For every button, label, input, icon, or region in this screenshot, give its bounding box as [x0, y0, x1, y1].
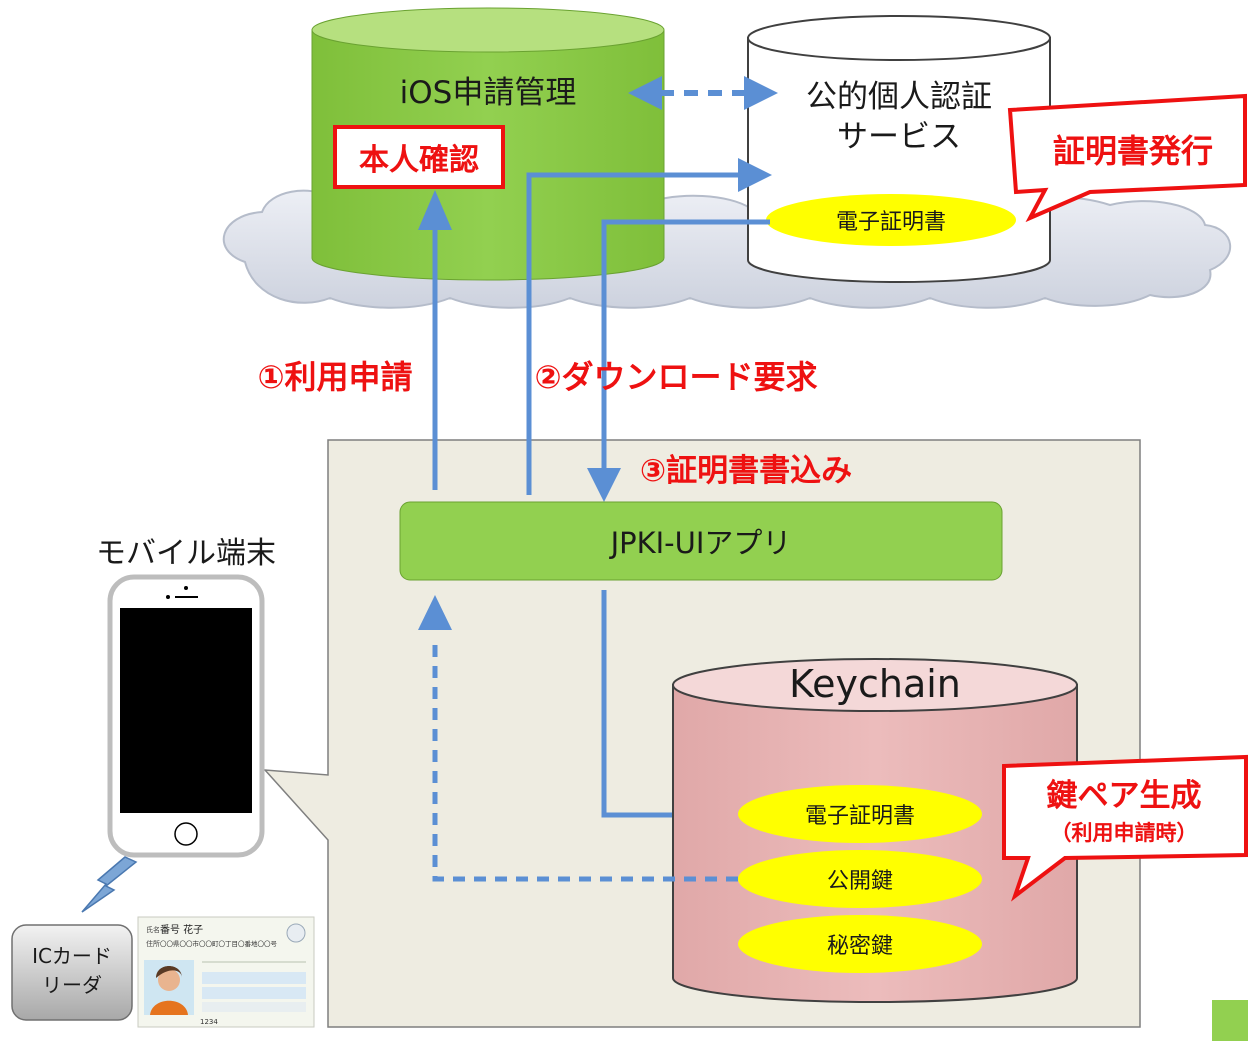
jpki-service-server: 公的個人認証 サービス 電子証明書 [747, 15, 1051, 283]
mobile-device-label: モバイル端末 [96, 536, 276, 571]
server-certificate-label: 電子証明書 [836, 210, 946, 235]
id-card: 氏名 番号 花子 住所 〇〇県〇〇市〇〇町〇丁目〇番地〇〇号 1234 [137, 916, 315, 1028]
public-key-dashed-arrow [418, 595, 738, 882]
identity-check-box: 本人確認 [333, 125, 505, 189]
phone-home-button-icon [174, 822, 198, 846]
issue-callout-label: 証明書発行 [1053, 132, 1213, 170]
phone-speaker-icon [166, 586, 198, 599]
id-card-emblem-icon [286, 923, 306, 943]
public-key-label: 公開鍵 [827, 869, 893, 894]
keypair-callout: 鍵ペア生成 （利用申請時） [1002, 754, 1248, 902]
step3-label: ③証明書書込み [640, 453, 852, 489]
jpki-service-title-line1: 公的個人認証 [806, 79, 992, 115]
keychain-certificate-label: 電子証明書 [805, 804, 915, 829]
card-reader-line2: リーダ [42, 973, 102, 997]
step2-label: ②ダウンロード要求 [534, 358, 817, 396]
jpki-service-title-line2: サービス [837, 119, 961, 155]
issue-callout: 証明書発行 [1007, 93, 1247, 223]
step2-arrow [526, 158, 772, 495]
keychain-certificate-ellipse [738, 785, 982, 843]
ios-management-title: iOS申請管理 [400, 75, 577, 111]
ic-card-reader: ICカード リーダ [11, 924, 133, 1021]
id-card-address: 〇〇県〇〇市〇〇町〇丁目〇番地〇〇号 [160, 939, 278, 948]
identity-check-label: 本人確認 [359, 143, 479, 178]
card-reader-line1: ICカード [32, 944, 112, 968]
wireless-bolt-icon [81, 856, 138, 913]
server-link-dashed-arrow [628, 76, 778, 110]
step1-label: ①利用申請 [257, 358, 412, 396]
private-key-ellipse [738, 915, 982, 973]
id-card-number: 1234 [200, 1018, 218, 1026]
id-card-address-label: 住所 [146, 939, 160, 948]
phone [107, 574, 265, 858]
jpki-ui-app-label: JPKI-UIアプリ [609, 526, 792, 560]
jpki-ui-app: JPKI-UIアプリ [399, 501, 1003, 581]
private-key-label: 秘密鍵 [827, 934, 893, 959]
keypair-callout-line2: （利用申請時） [1051, 821, 1198, 845]
id-card-name: 番号 花子 [160, 923, 203, 936]
keychain-store: Keychain 電子証明書 公開鍵 秘密鍵 [672, 658, 1078, 1003]
keychain-title: Keychain [789, 662, 961, 706]
step1-arrow [418, 190, 452, 490]
id-card-name-label: 氏名 [146, 925, 160, 934]
step3-arrow [587, 219, 770, 502]
corner-green-square [1212, 1000, 1248, 1041]
public-key-ellipse [738, 850, 982, 908]
server-certificate-ellipse [766, 194, 1016, 246]
keypair-callout-line1: 鍵ペア生成 [1047, 778, 1202, 814]
